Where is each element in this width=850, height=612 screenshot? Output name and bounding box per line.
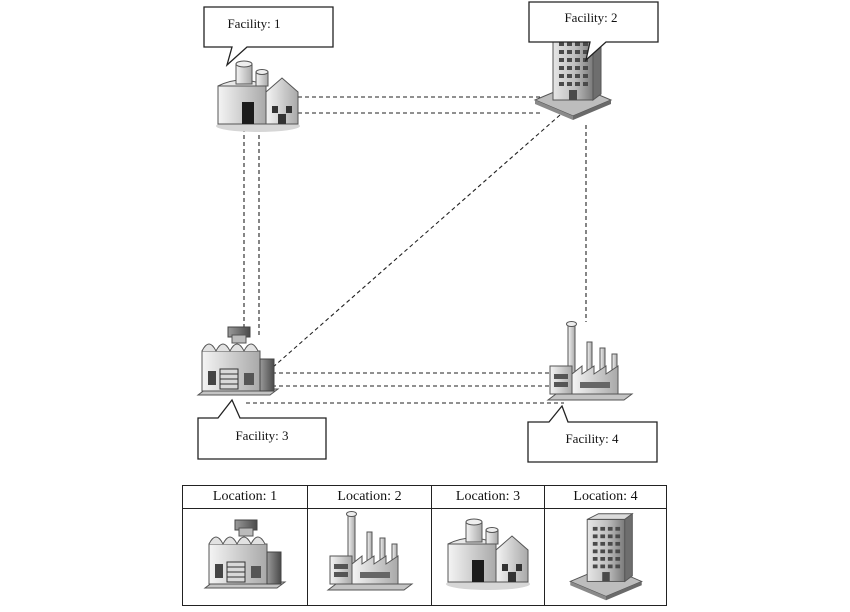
location-3-cell — [431, 508, 545, 606]
location-1-header: Location: 1 — [182, 485, 308, 509]
location-2-cell — [307, 508, 432, 606]
callout-facility-4: Facility: 4 — [527, 404, 658, 463]
callout-facility-2-label: Facility: 2 — [564, 10, 617, 25]
warehouse-factory-icon — [197, 326, 279, 396]
callout-facility-4-label: Facility: 4 — [565, 431, 619, 446]
location-table: Location: 1 Location: 2 Location: 3 Loca… — [182, 485, 667, 606]
callout-facility-1: Facility: 1 — [203, 6, 334, 67]
location-3-header: Location: 3 — [431, 485, 545, 509]
location-4-cell — [544, 508, 667, 606]
warehouse-factory-icon — [204, 519, 286, 589]
callout-facility-3: Facility: 3 — [197, 398, 327, 460]
facility-network-diagram: Facility: 1 Facility: 2 Facility: 3 Faci… — [197, 1, 659, 463]
industrial-plant-icon — [547, 321, 633, 401]
location-2-header: Location: 2 — [307, 485, 432, 509]
location-4-header: Location: 4 — [544, 485, 667, 509]
location-icon-row — [182, 508, 667, 606]
callout-facility-2: Facility: 2 — [528, 1, 659, 62]
link-facility2-facility3-diagonal — [271, 114, 561, 369]
factory-building-icon — [215, 60, 301, 133]
callout-facility-3-label: Facility: 3 — [235, 428, 288, 443]
location-header-row: Location: 1 Location: 2 Location: 3 Loca… — [182, 485, 667, 509]
industrial-plant-icon — [327, 511, 412, 591]
callout-facility-1-label: Facility: 1 — [227, 16, 280, 31]
connection-lines — [243, 96, 587, 404]
location-1-cell — [182, 508, 308, 606]
office-tower-icon — [569, 513, 642, 601]
factory-building-icon — [445, 518, 531, 591]
